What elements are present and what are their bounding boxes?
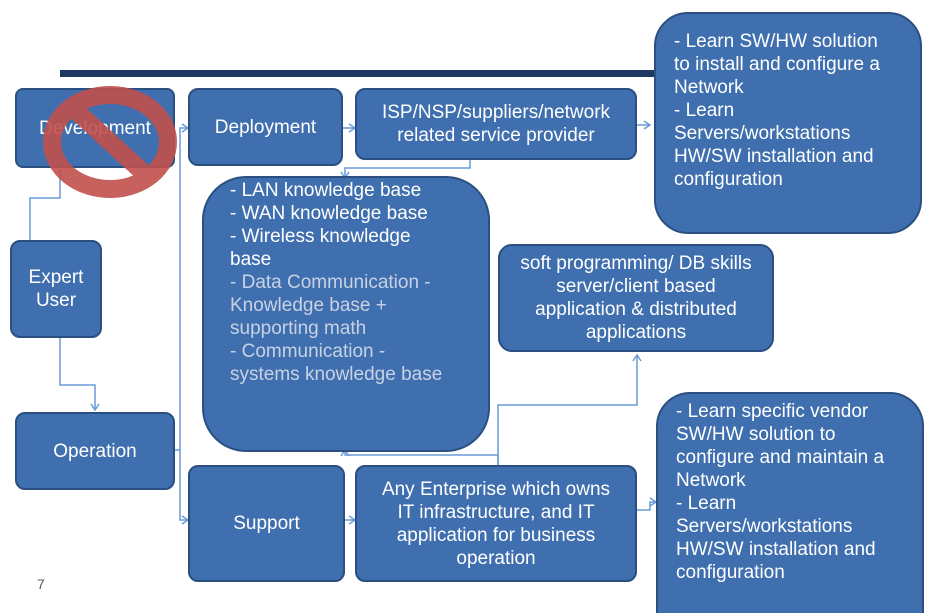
prohibited-icon xyxy=(43,86,177,198)
arrowhead xyxy=(632,353,642,362)
operation-box: Operation xyxy=(15,412,175,490)
learn-vendor-line: Network xyxy=(676,470,746,491)
soft-programming-box: soft programming/ DB skills server/clien… xyxy=(498,244,774,352)
learn-network-line: Network xyxy=(674,77,744,98)
learn-vendor-box: - Learn specific vendor SW/HW solution t… xyxy=(656,392,924,613)
enterprise-box: Any Enterprise which owns IT infrastruct… xyxy=(355,465,637,582)
support-label: Support xyxy=(233,513,300,534)
expert-user-box: Expert User xyxy=(10,240,102,338)
isp-box: ISP/NSP/suppliers/network related servic… xyxy=(355,88,637,160)
connector-isp-kb xyxy=(344,160,471,178)
connector-enterprise-softprog xyxy=(497,355,638,465)
learn-network-line: - Learn SW/HW solution xyxy=(674,31,878,52)
knowledge-base-line: supporting math xyxy=(230,318,367,339)
operation-label: Operation xyxy=(53,440,137,462)
connector-expert-operation xyxy=(59,338,96,410)
learn-vendor-line: Servers/workstations xyxy=(676,516,853,537)
learn-network-box: - Learn SW/HW solution to install and co… xyxy=(654,12,922,234)
enterprise-label: Any Enterprise which owns IT infrastruct… xyxy=(381,478,611,569)
learn-vendor-line: HW/SW installation and xyxy=(676,539,876,560)
isp-label: ISP/NSP/suppliers/network related servic… xyxy=(381,102,611,146)
knowledge-base-line: - Wireless knowledge xyxy=(230,226,411,247)
connector-operation-deployment xyxy=(175,127,188,451)
learn-network-line: configuration xyxy=(674,169,783,190)
deployment-box: Deployment xyxy=(188,88,343,166)
knowledge-base-line: - WAN knowledge base xyxy=(230,203,428,224)
connector-development-expert xyxy=(29,170,61,240)
knowledge-base-line: - Data Communication - xyxy=(230,272,431,293)
learn-vendor-line: configuration xyxy=(676,562,785,583)
knowledge-base-line: - LAN knowledge base xyxy=(230,180,422,201)
connector-operation-support xyxy=(179,450,188,521)
learn-vendor-line: SW/HW solution to xyxy=(676,424,836,445)
arrowhead xyxy=(643,120,652,130)
deployment-label: Deployment xyxy=(214,116,317,138)
knowledge-base-line: systems knowledge base xyxy=(230,364,443,385)
expert-user-label: Expert User xyxy=(28,267,84,311)
learn-vendor-line: configure and maintain a xyxy=(676,447,885,468)
learn-network-line: to install and configure a xyxy=(674,54,880,75)
soft-programming-label: soft programming/ DB skills server/clien… xyxy=(520,253,752,343)
knowledge-base-line: base xyxy=(230,249,272,270)
learn-network-line: HW/SW installation and xyxy=(674,146,874,167)
connector-enterprise-kb xyxy=(344,450,499,465)
learn-vendor-line: - Learn specific vendor xyxy=(676,401,869,422)
knowledge-base-line: Knowledge base + xyxy=(230,295,387,316)
learn-network-line: - Learn xyxy=(674,100,735,121)
arrowhead xyxy=(90,403,100,412)
slide-number: 7 xyxy=(37,576,45,592)
knowledge-base-box: - LAN knowledge base - WAN knowledge bas… xyxy=(202,176,490,452)
knowledge-base-line: - Communication - xyxy=(230,341,386,362)
support-box: Support xyxy=(188,465,345,582)
learn-network-line: Servers/workstations xyxy=(674,123,851,144)
learn-vendor-line: - Learn xyxy=(676,493,737,514)
title-bar-line xyxy=(60,70,660,77)
